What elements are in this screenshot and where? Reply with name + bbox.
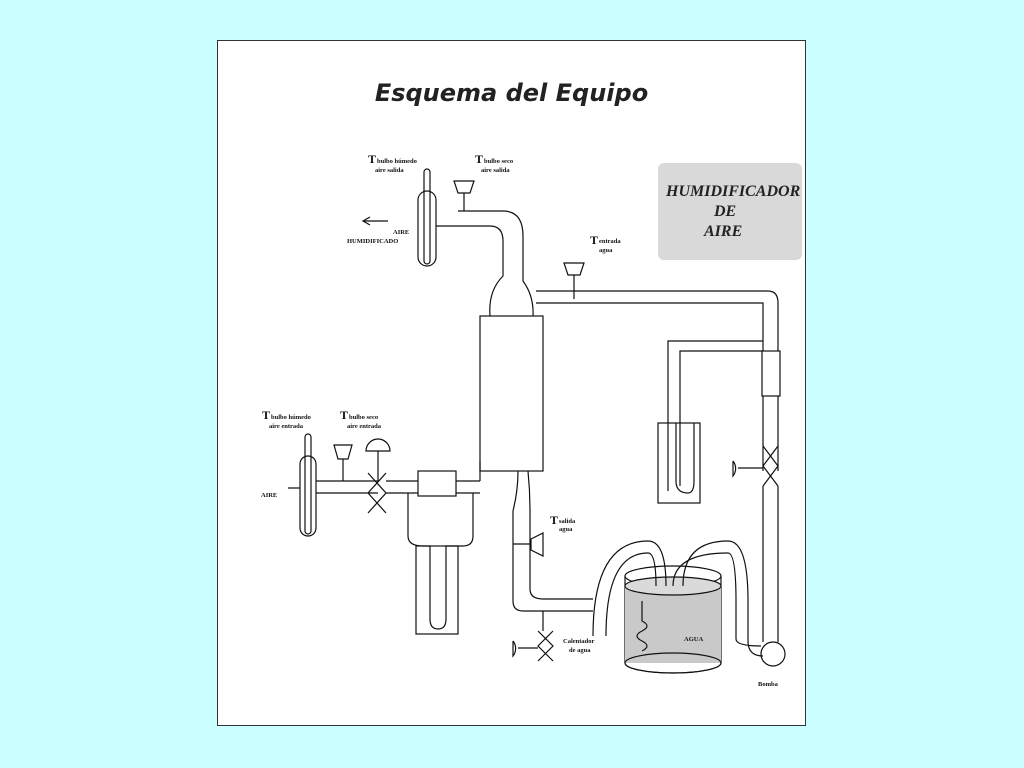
label-air-out-2: HUMIDIFICADO xyxy=(347,238,398,245)
thermometer-dry-inlet xyxy=(333,444,353,460)
manometer-right xyxy=(657,422,701,504)
caption-line-2: DE xyxy=(714,203,737,220)
pump xyxy=(760,641,786,667)
equipment-schematic: T T T T T T bulbo húmedo aire salida bul… xyxy=(261,152,786,688)
label-heater-2: de agua xyxy=(569,647,591,654)
thermometer-wet-outlet xyxy=(417,190,437,267)
t-symbol: T xyxy=(475,152,483,166)
t-symbol: T xyxy=(368,152,376,166)
slide-frame: Esquema del Equipo HUMIDIFICADOR DE AIRE xyxy=(217,40,806,726)
heater-coil xyxy=(636,601,648,652)
thermometer-water-outlet xyxy=(530,532,544,557)
water-tank xyxy=(625,586,721,663)
label-wet-out-2: aire salida xyxy=(375,167,404,174)
rotameter-inlet xyxy=(417,470,457,497)
caption-line-3: AIRE xyxy=(704,223,743,240)
manometer-inlet xyxy=(415,545,459,635)
label-water-out: salida xyxy=(559,518,576,525)
label-pump: Bomba xyxy=(758,681,779,688)
label-dry-out: bulbo seco xyxy=(484,158,513,165)
thermometer-dry-outlet xyxy=(453,180,475,194)
humidifier-column xyxy=(479,315,544,472)
valve-bottom xyxy=(537,630,554,662)
label-water-out-2: agua xyxy=(559,526,573,533)
t-symbol: T xyxy=(262,408,270,422)
t-symbol: T xyxy=(550,513,558,527)
t-symbol: T xyxy=(590,233,598,247)
rotameter xyxy=(761,350,781,397)
label-dry-in: bulbo seco xyxy=(349,414,378,421)
thermometer-wet-inlet xyxy=(299,455,317,537)
caption-box: HUMIDIFICADOR DE AIRE xyxy=(658,163,802,260)
label-wet-out: bulbo húmedo xyxy=(377,158,417,165)
label-air-out: AIRE xyxy=(393,229,409,236)
label-wet-in-2: aire entrada xyxy=(269,423,304,430)
label-water: AGUA xyxy=(684,636,703,643)
t-symbol: T xyxy=(340,408,348,422)
diagram-title: Esquema del Equipo xyxy=(374,79,649,107)
label-water-in-2: agua xyxy=(599,247,613,254)
label-heater: Calentador xyxy=(563,638,595,645)
thermometer-water-inlet xyxy=(563,262,585,276)
valve-right xyxy=(762,445,779,487)
caption-line-1: HUMIDIFICADOR xyxy=(666,183,801,200)
label-dry-out-2: aire salida xyxy=(481,167,510,174)
label-water-in: entrada xyxy=(599,238,621,245)
label-air-in: AIRE xyxy=(261,492,277,499)
label-wet-in: bulbo húmedo xyxy=(271,414,311,421)
label-dry-in-2: aire entrada xyxy=(347,423,382,430)
